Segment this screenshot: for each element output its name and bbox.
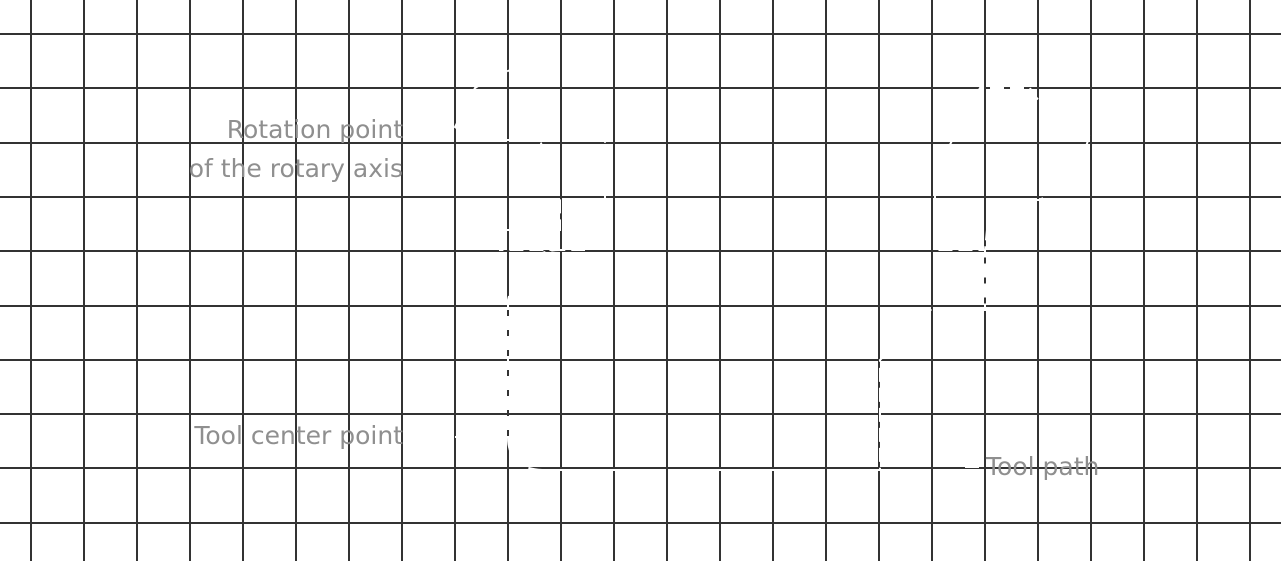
tool-paths: [453, 58, 1092, 471]
tool-path-label: Tool path: [986, 452, 1100, 481]
rotation-point-label: Rotation point of the rotary axis: [189, 110, 403, 188]
tool-center-point-label: Tool center point: [194, 421, 403, 450]
grid-horizontal-lines: [0, 33, 1281, 524]
tool-center-path: [455, 87, 1092, 471]
rotation-point-label-line2: of the rotary axis: [188, 154, 403, 183]
rotation-point-label-line1: Rotation point: [226, 115, 403, 144]
